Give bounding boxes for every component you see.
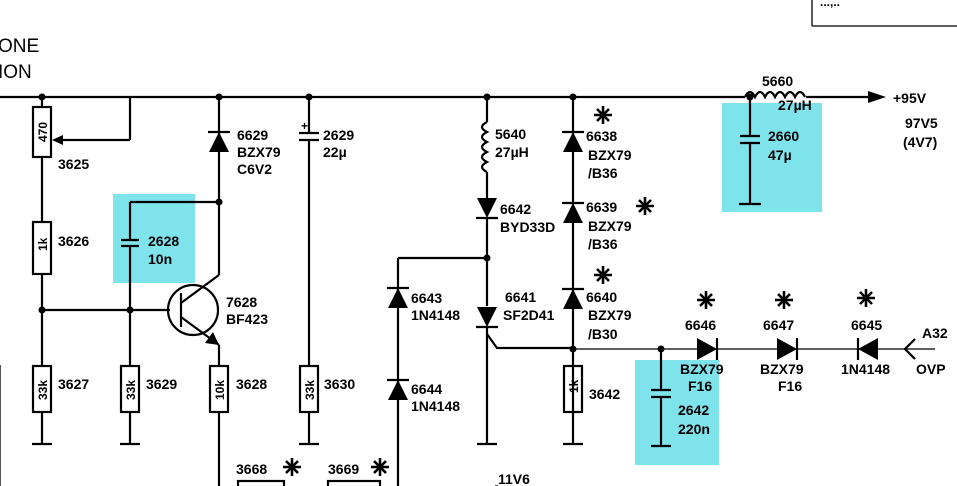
- inductor-5660: [744, 90, 806, 100]
- r3642-value: 1k: [567, 379, 581, 393]
- r3627-value: 33k: [36, 380, 50, 400]
- r3629-ref: 3629: [146, 376, 177, 392]
- c2642-ref: 2642: [678, 402, 709, 418]
- highlight-c2628: [113, 194, 195, 283]
- d6640-grade: /B30: [588, 326, 618, 342]
- d6647-grade: F16: [778, 378, 802, 394]
- r3642-ref: 3642: [589, 386, 620, 402]
- d6646-type: BZX79: [680, 361, 724, 377]
- output-alt2: (4V7): [903, 134, 937, 150]
- ovp-label: OVP: [916, 361, 946, 377]
- d6639-type: BZX79: [588, 218, 632, 234]
- c2660-ref: 2660: [768, 128, 799, 144]
- r3628-ref: 3628: [236, 376, 267, 392]
- ovp-connector-icon: [903, 338, 916, 360]
- q7628-ref: 7628: [226, 294, 257, 310]
- d6642-ref: 6642: [500, 201, 531, 217]
- d6643-ref: 6643: [411, 290, 442, 306]
- r3625-value: 470: [36, 122, 50, 142]
- ovp-connector-label: A32: [922, 325, 948, 341]
- output-alt1: 97V5: [905, 115, 938, 131]
- d6629-grade: C6V2: [237, 161, 272, 177]
- highlight-c2660: [722, 103, 822, 212]
- q7628-value: BF423: [226, 311, 268, 327]
- r3630-value: 33k: [303, 380, 317, 400]
- d6645-ref: 6645: [851, 317, 882, 333]
- c2642-value: 220n: [678, 421, 710, 437]
- d6638-grade: /B36: [588, 165, 618, 181]
- header-line1: ONE: [0, 36, 39, 57]
- asterisk-icon: [636, 197, 654, 215]
- l5660-ref: 5660: [762, 73, 793, 89]
- c2629-value: 22µ: [323, 144, 347, 160]
- r3626-value: 1k: [36, 237, 50, 251]
- asterisk-icon: [283, 458, 301, 476]
- d6640-ref: 6640: [586, 289, 617, 305]
- r3668-ref: 3668: [236, 461, 267, 477]
- asterisk-icon: [857, 289, 875, 307]
- d6642-type: BYD33D: [500, 219, 555, 235]
- header-corner-text: ...,..: [820, 0, 840, 9]
- highlight-c2642: [635, 360, 719, 465]
- d6639-grade: /B36: [588, 236, 618, 252]
- c2628-value: 10n: [148, 251, 172, 267]
- asterisk-icon: [371, 458, 389, 476]
- l5660-value: 27µH: [778, 97, 812, 113]
- d6639-ref: 6639: [586, 199, 617, 215]
- d6647-ref: 6647: [763, 317, 794, 333]
- c2660-value: 47µ: [768, 147, 792, 163]
- d6641-type: SF2D41: [503, 307, 555, 323]
- d6644-type: 1N4148: [411, 398, 460, 414]
- d6643-type: 1N4148: [411, 307, 460, 323]
- d6647-type: BZX79: [760, 361, 804, 377]
- d6641-ref: 6641: [505, 289, 536, 305]
- header-line2: ION: [0, 62, 32, 83]
- d6646-grade: F16: [688, 378, 712, 394]
- output-arrow-icon: [868, 91, 886, 103]
- asterisk-icon: [594, 266, 612, 284]
- r3629-value: 33k: [124, 380, 138, 400]
- inductor-5640: [480, 121, 490, 173]
- d6638-type: BZX79: [588, 147, 632, 163]
- d6629-ref: 6629: [237, 127, 268, 143]
- r3626-ref: 3626: [58, 233, 89, 249]
- asterisk-icon: [775, 291, 793, 309]
- d6646-ref: 6646: [685, 317, 716, 333]
- d6645-type: 1N4148: [841, 361, 890, 377]
- r3627-ref: 3627: [58, 376, 89, 392]
- r3625-ref: 3625: [58, 156, 89, 172]
- transistor-7628: [166, 283, 220, 337]
- c2628-ref: 2628: [148, 233, 179, 249]
- d6638-ref: 6638: [586, 128, 617, 144]
- output-voltage: +95V: [893, 90, 927, 106]
- r3630-ref: 3630: [324, 376, 355, 392]
- svg-text:+: +: [301, 119, 308, 133]
- r3628-value: 10k: [213, 380, 227, 400]
- c2629-ref: 2629: [323, 127, 354, 143]
- asterisk-icon: [697, 291, 715, 309]
- d6644-ref: 6644: [411, 381, 442, 397]
- d6629-type: BZX79: [237, 144, 281, 160]
- l5640-ref: 5640: [495, 126, 526, 142]
- rail-11v6: 11V6: [498, 471, 530, 486]
- d6640-type: BZX79: [588, 307, 632, 323]
- asterisk-icon: [594, 106, 612, 124]
- r3669-ref: 3669: [328, 461, 359, 477]
- l5640-value: 27µH: [495, 144, 529, 160]
